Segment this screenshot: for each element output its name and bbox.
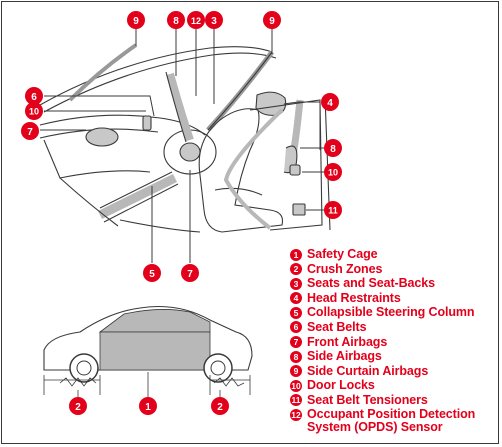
svg-text:7: 7 [27, 127, 33, 138]
callout-5-bottom: 5 [143, 264, 161, 282]
legend-label: Seat Belts [307, 319, 367, 334]
legend-item-9: 9 Side Curtain Airbags [290, 364, 495, 379]
svg-text:2: 2 [75, 402, 81, 413]
svg-text:11: 11 [328, 206, 338, 216]
legend-label: Collapsible Steering Column [307, 305, 475, 320]
legend-number-badge: 2 [290, 263, 302, 276]
callout-2-car-right: 2 [211, 397, 229, 415]
legend-number-badge: 1 [290, 248, 302, 261]
svg-text:2: 2 [217, 402, 223, 413]
legend-item-7: 7 Front Airbags [290, 335, 495, 350]
legend-number-badge: 3 [290, 277, 302, 290]
legend-number-badge: 6 [290, 321, 302, 334]
callout-1-car: 1 [139, 397, 157, 415]
svg-text:1: 1 [145, 402, 151, 413]
legend-item-2: 2 Crush Zones [290, 262, 495, 277]
svg-text:8: 8 [330, 144, 336, 155]
legend-item-4: 4 Head Restraints [290, 291, 495, 306]
legend-item-3: 3 Seats and Seat-Backs [290, 276, 495, 291]
callout-markers: 9 8 12 3 9 6 10 7 4 8 10 11 5 7 2 1 2 [21, 11, 342, 415]
svg-text:3: 3 [211, 16, 217, 27]
svg-text:9: 9 [133, 16, 139, 27]
svg-text:8: 8 [173, 16, 179, 27]
legend-number-badge: 7 [290, 336, 302, 349]
callout-10-right: 10 [324, 163, 342, 181]
legend-item-12: 12 Occupant Position Detection System (OP… [290, 406, 495, 435]
legend-label: Seat Belt Tensioners [307, 392, 428, 407]
legend-label: Door Locks [307, 378, 375, 393]
callout-8-top: 8 [167, 11, 185, 29]
callout-9-top-left: 9 [127, 11, 145, 29]
legend-item-1: 1 Safety Cage [290, 247, 495, 262]
callout-10-left: 10 [25, 102, 43, 120]
callout-12-top: 12 [187, 11, 205, 29]
car-interior-drawing [39, 43, 331, 233]
legend-item-6: 6 Seat Belts [290, 320, 495, 335]
legend-label: Side Curtain Airbags [307, 363, 429, 378]
svg-text:12: 12 [191, 16, 201, 26]
callout-6-left: 6 [25, 87, 43, 105]
legend-number-badge: 4 [290, 292, 302, 305]
legend-number-badge: 10 [290, 379, 302, 392]
legend-label: Side Airbags [307, 349, 382, 364]
legend-item-8: 8 Side Airbags [290, 349, 495, 364]
legend-number-badge: 12 [290, 409, 302, 422]
callout-3-top: 3 [205, 11, 223, 29]
callout-9-top-right: 9 [263, 11, 281, 29]
svg-text:4: 4 [327, 98, 333, 109]
legend-label: Occupant Position Detection System (OPDS… [307, 406, 476, 435]
legend-number-badge: 11 [290, 394, 302, 407]
callout-7-left: 7 [21, 122, 39, 140]
callout-11-right: 11 [324, 201, 342, 219]
callout-4-right: 4 [321, 93, 339, 111]
svg-text:10: 10 [328, 168, 338, 178]
svg-text:6: 6 [31, 92, 37, 103]
callout-8-right: 8 [324, 139, 342, 157]
callout-2-car-left: 2 [69, 397, 87, 415]
legend-label: Front Airbags [307, 334, 388, 349]
legend-item-5: 5 Collapsible Steering Column [290, 305, 495, 320]
legend-label: Safety Cage [307, 247, 378, 261]
legend-label: Head Restraints [307, 290, 401, 305]
legend-number-badge: 8 [290, 350, 302, 363]
legend-label: Seats and Seat-Backs [307, 276, 435, 291]
legend-label: Crush Zones [307, 261, 383, 276]
legend-number-badge: 5 [290, 306, 302, 319]
svg-text:7: 7 [187, 269, 193, 280]
leader-lines [40, 28, 324, 263]
safety-features-legend: 1 Safety Cage 2 Crush Zones 3 Seats and Sea… [290, 247, 495, 435]
legend-item-10: 10 Door Locks [290, 378, 495, 393]
callout-7-bottom: 7 [181, 264, 199, 282]
svg-text:10: 10 [29, 107, 39, 117]
svg-text:9: 9 [269, 16, 275, 27]
legend-item-11: 11 Seat Belt Tensioners [290, 393, 495, 408]
car-side-view [43, 305, 253, 398]
legend-number-badge: 9 [290, 365, 302, 378]
svg-text:5: 5 [149, 269, 155, 280]
